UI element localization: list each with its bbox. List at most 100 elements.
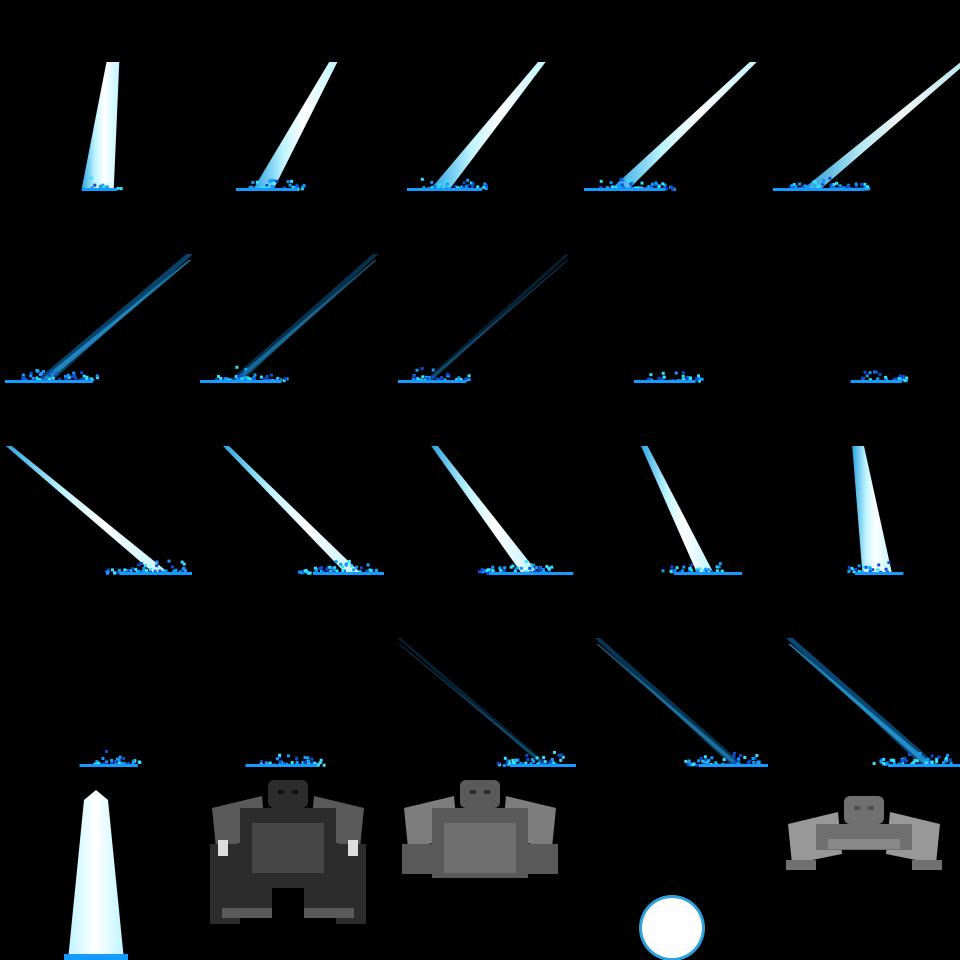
ice-beam-core [233,260,377,380]
sprite-frame [192,768,384,960]
ice-splash-icon [79,750,142,767]
sprite-frame [576,0,768,192]
stone-golem [786,796,942,870]
golem-claw [348,840,358,856]
sprite-frame [0,384,192,576]
ice-splash [81,176,123,191]
ice-splash [236,178,306,191]
sprite-frame [576,384,768,576]
ice-beam [424,254,570,380]
ice-splash-icon [850,370,909,383]
sprite-frame [768,768,960,960]
ice-splash [200,365,289,383]
ice-beam [36,254,192,380]
ice-orb-icon [639,895,705,960]
ice-splash [398,367,471,383]
ice-beam [431,446,538,572]
ice-splash [850,370,909,383]
ice-beam [253,62,338,188]
ice-beam-fading-icon [786,638,960,767]
ice-splash [105,559,192,575]
stone-golem-grey-icon [402,780,558,878]
ice-splash [407,177,489,191]
golem-right-arm [912,860,942,870]
golem-left-arm [402,844,432,874]
ice-beam [81,62,120,188]
sprite-frame [384,0,576,192]
ice-beam-core [788,644,933,764]
ice-splash [79,750,142,767]
ice-beam-core [40,260,192,380]
ice-beam-right-icon [584,62,757,191]
ice-beam-vertical-icon [847,446,904,575]
ice-splash [496,750,576,767]
ice-beam-right-icon [236,62,338,191]
ice-beam-fading-icon [200,254,379,383]
ice-spike-icon [64,790,128,960]
ice-splash [661,562,742,575]
ice-splash [872,752,960,767]
ice-beam [641,446,713,572]
sprite-frame [384,768,576,960]
ice-beam-fading-icon [594,638,768,767]
ice-beam-right-icon [773,62,960,191]
ice-splash [298,559,384,575]
ice-beam [397,638,548,764]
sprite-frame [768,192,960,384]
ice-beam [786,638,937,764]
ice-splash [245,753,326,767]
ice-splash [5,369,99,383]
ice-splash [684,751,768,767]
ice-beam [431,62,546,188]
ice-beam-fading-icon [5,254,192,383]
sprite-frame [192,192,384,384]
stone-golem-icon [210,780,366,924]
sprite-frame [192,576,384,768]
sprite-frame [0,0,192,192]
stone-golem-faded-icon [786,796,942,870]
sprite-frame [384,384,576,576]
golem-head [268,780,308,808]
ice-beam [804,62,960,188]
ice-beam-fading-icon [398,254,570,383]
stone-golem [402,780,558,878]
ice-orb [642,898,702,958]
stone-golem [210,780,366,924]
ice-beam-right-icon [407,62,546,191]
sprite-frame [768,384,960,576]
sprite-frame [576,192,768,384]
ice-beam-core [426,260,569,380]
sprite-frame [384,192,576,384]
golem-right-arm [528,844,558,874]
sprite-frame [384,576,576,768]
sprite-frame [192,0,384,192]
ice-spike [68,790,124,960]
sprite-frame [192,384,384,576]
ice-beam-left-icon [223,446,384,575]
ice-spike-base [64,954,128,960]
golem-head [460,780,500,808]
ice-splash-icon [245,753,326,767]
ice-beam-left-icon [431,446,574,575]
ice-beam-left-icon [5,446,192,575]
sprite-frame [768,0,960,192]
ice-splash-icon [634,371,704,383]
sprite-frame [768,576,960,768]
ice-splash [478,560,574,575]
ice-beam [230,254,379,380]
ice-beam [5,446,168,572]
ice-beam [223,446,360,572]
ice-beam-left-icon [641,446,742,575]
sprite-frame [0,768,192,960]
ice-beam-fading-icon [397,638,576,767]
ice-splash [773,176,871,191]
sprite-frame [576,576,768,768]
golem-head [844,796,884,824]
ice-beam [594,638,743,764]
sprite-frame [576,768,768,960]
golem-claw [218,840,228,856]
sprite-frame [0,192,192,384]
golem-left-arm [786,860,816,870]
ice-beam [612,62,757,188]
